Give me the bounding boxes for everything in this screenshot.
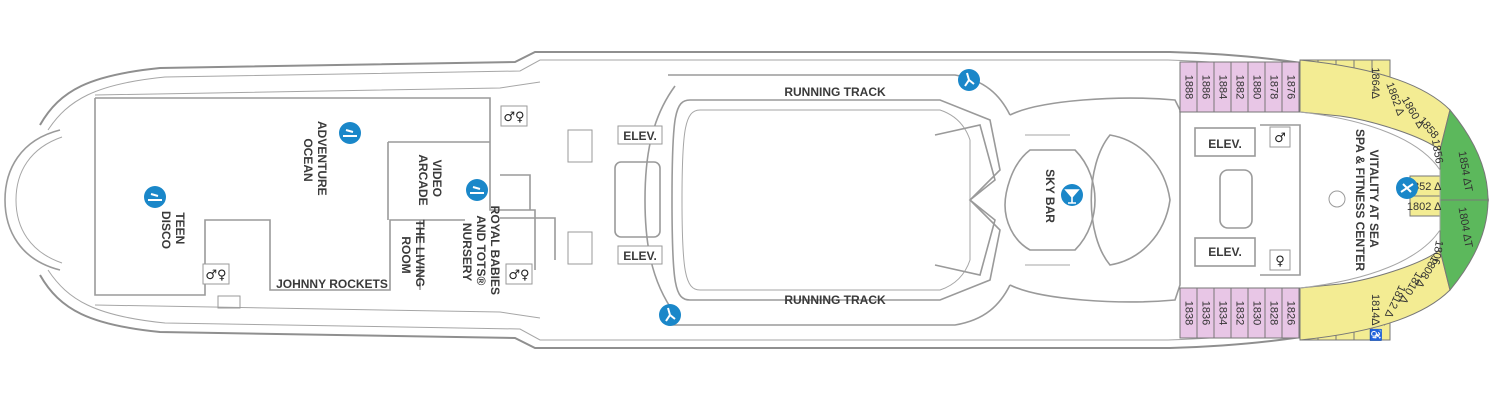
cabin-1802: 1802 ∆	[1407, 201, 1442, 213]
cabin-block	[1281, 287, 1300, 339]
adventure-ocean-label: ADVENTURE OCEAN	[301, 121, 329, 199]
running-track-bottom-label: RUNNING TRACK	[784, 293, 886, 307]
cabin-number: 1826	[1285, 301, 1297, 325]
compass-rose	[1328, 190, 1346, 208]
jogging-icon	[958, 69, 980, 91]
svg-text:♂♀: ♂♀	[503, 110, 524, 125]
cabin-1856: 1856	[1429, 138, 1445, 164]
cabin-number: 1828	[1268, 301, 1280, 325]
cabin-block	[1281, 61, 1300, 113]
restroom-icon: ♀	[1269, 249, 1291, 271]
aft-interior-walls	[94, 97, 556, 296]
kids-club-icon	[339, 122, 361, 144]
svg-text:♂♀: ♂♀	[205, 268, 226, 283]
teen-disco-label: TEEN DISCO	[159, 211, 187, 249]
elevator-fwd-top-label: ELEV.	[623, 129, 657, 143]
svg-text:♂♀: ♂♀	[508, 268, 529, 283]
kids-club-icon	[466, 179, 488, 201]
vitality-spa-label: VITALITY AT SEA SPA & FITNESS CENTER	[1353, 129, 1381, 271]
room-labels: TEEN DISCO ADVENTURE OCEAN VIDEO ARCADE …	[159, 85, 1381, 307]
cabin-number: 1832	[1234, 301, 1246, 325]
spa-fitness-icon	[1396, 177, 1418, 199]
elevator-aft-bottom-label: ELEV.	[1208, 245, 1242, 259]
interior-cabins-bottom: 1838 1836 1834 1832 1830 1828 1826	[1179, 287, 1300, 339]
svg-text:♀: ♀	[1275, 254, 1285, 269]
video-arcade-label: VIDEO ARCADE	[416, 154, 444, 205]
interior-cabins-top: 1888 1886 1884 1882 1880 1878 1876	[1179, 61, 1300, 113]
johnny-rockets-label: JOHNNY ROCKETS	[276, 277, 388, 291]
restroom-icon: ♂♀	[500, 105, 528, 127]
jogging-icon	[659, 304, 681, 326]
elevator-fwd-bottom-label: ELEV.	[623, 249, 657, 263]
cabin-number: 1878	[1268, 75, 1280, 99]
kids-club-icon	[144, 186, 166, 208]
cabin-number: 1834	[1217, 301, 1229, 325]
elevator-aft-top-label: ELEV.	[1208, 137, 1242, 151]
running-track-structure	[614, 74, 1096, 326]
stairs-aft	[217, 129, 593, 309]
sky-bar-label: SKY BAR	[1043, 169, 1057, 223]
royal-babies-label: ROYAL BABIES AND TOTS® NURSERY	[460, 206, 502, 299]
cabin-number: 1888	[1183, 75, 1195, 99]
restroom-icon: ♂	[1269, 126, 1291, 148]
cabin-number: 1830	[1251, 301, 1263, 325]
cabin-1864: 1864∆	[1369, 67, 1381, 98]
cabin-number: 1886	[1200, 75, 1212, 99]
cocktail-icon	[1061, 184, 1083, 206]
restroom-icon: ♂♀	[505, 263, 533, 285]
cabin-1814: 1814∆ ♿	[1369, 294, 1382, 342]
cabin-number: 1884	[1217, 75, 1229, 99]
cabin-number: 1836	[1200, 301, 1212, 325]
running-track-top-label: RUNNING TRACK	[784, 85, 886, 99]
svg-text:♂: ♂	[1274, 131, 1286, 146]
cabin-number: 1838	[1183, 301, 1195, 325]
cabin-number: 1882	[1234, 75, 1246, 99]
bow-cabins	[1299, 59, 1489, 341]
cabin-number: 1880	[1251, 75, 1263, 99]
cabin-number: 1876	[1285, 75, 1297, 99]
restroom-icon: ♂♀	[202, 263, 230, 285]
cabin-1806: 1806	[1429, 239, 1445, 265]
living-room-label: THE LIVING ROOM	[399, 220, 427, 291]
